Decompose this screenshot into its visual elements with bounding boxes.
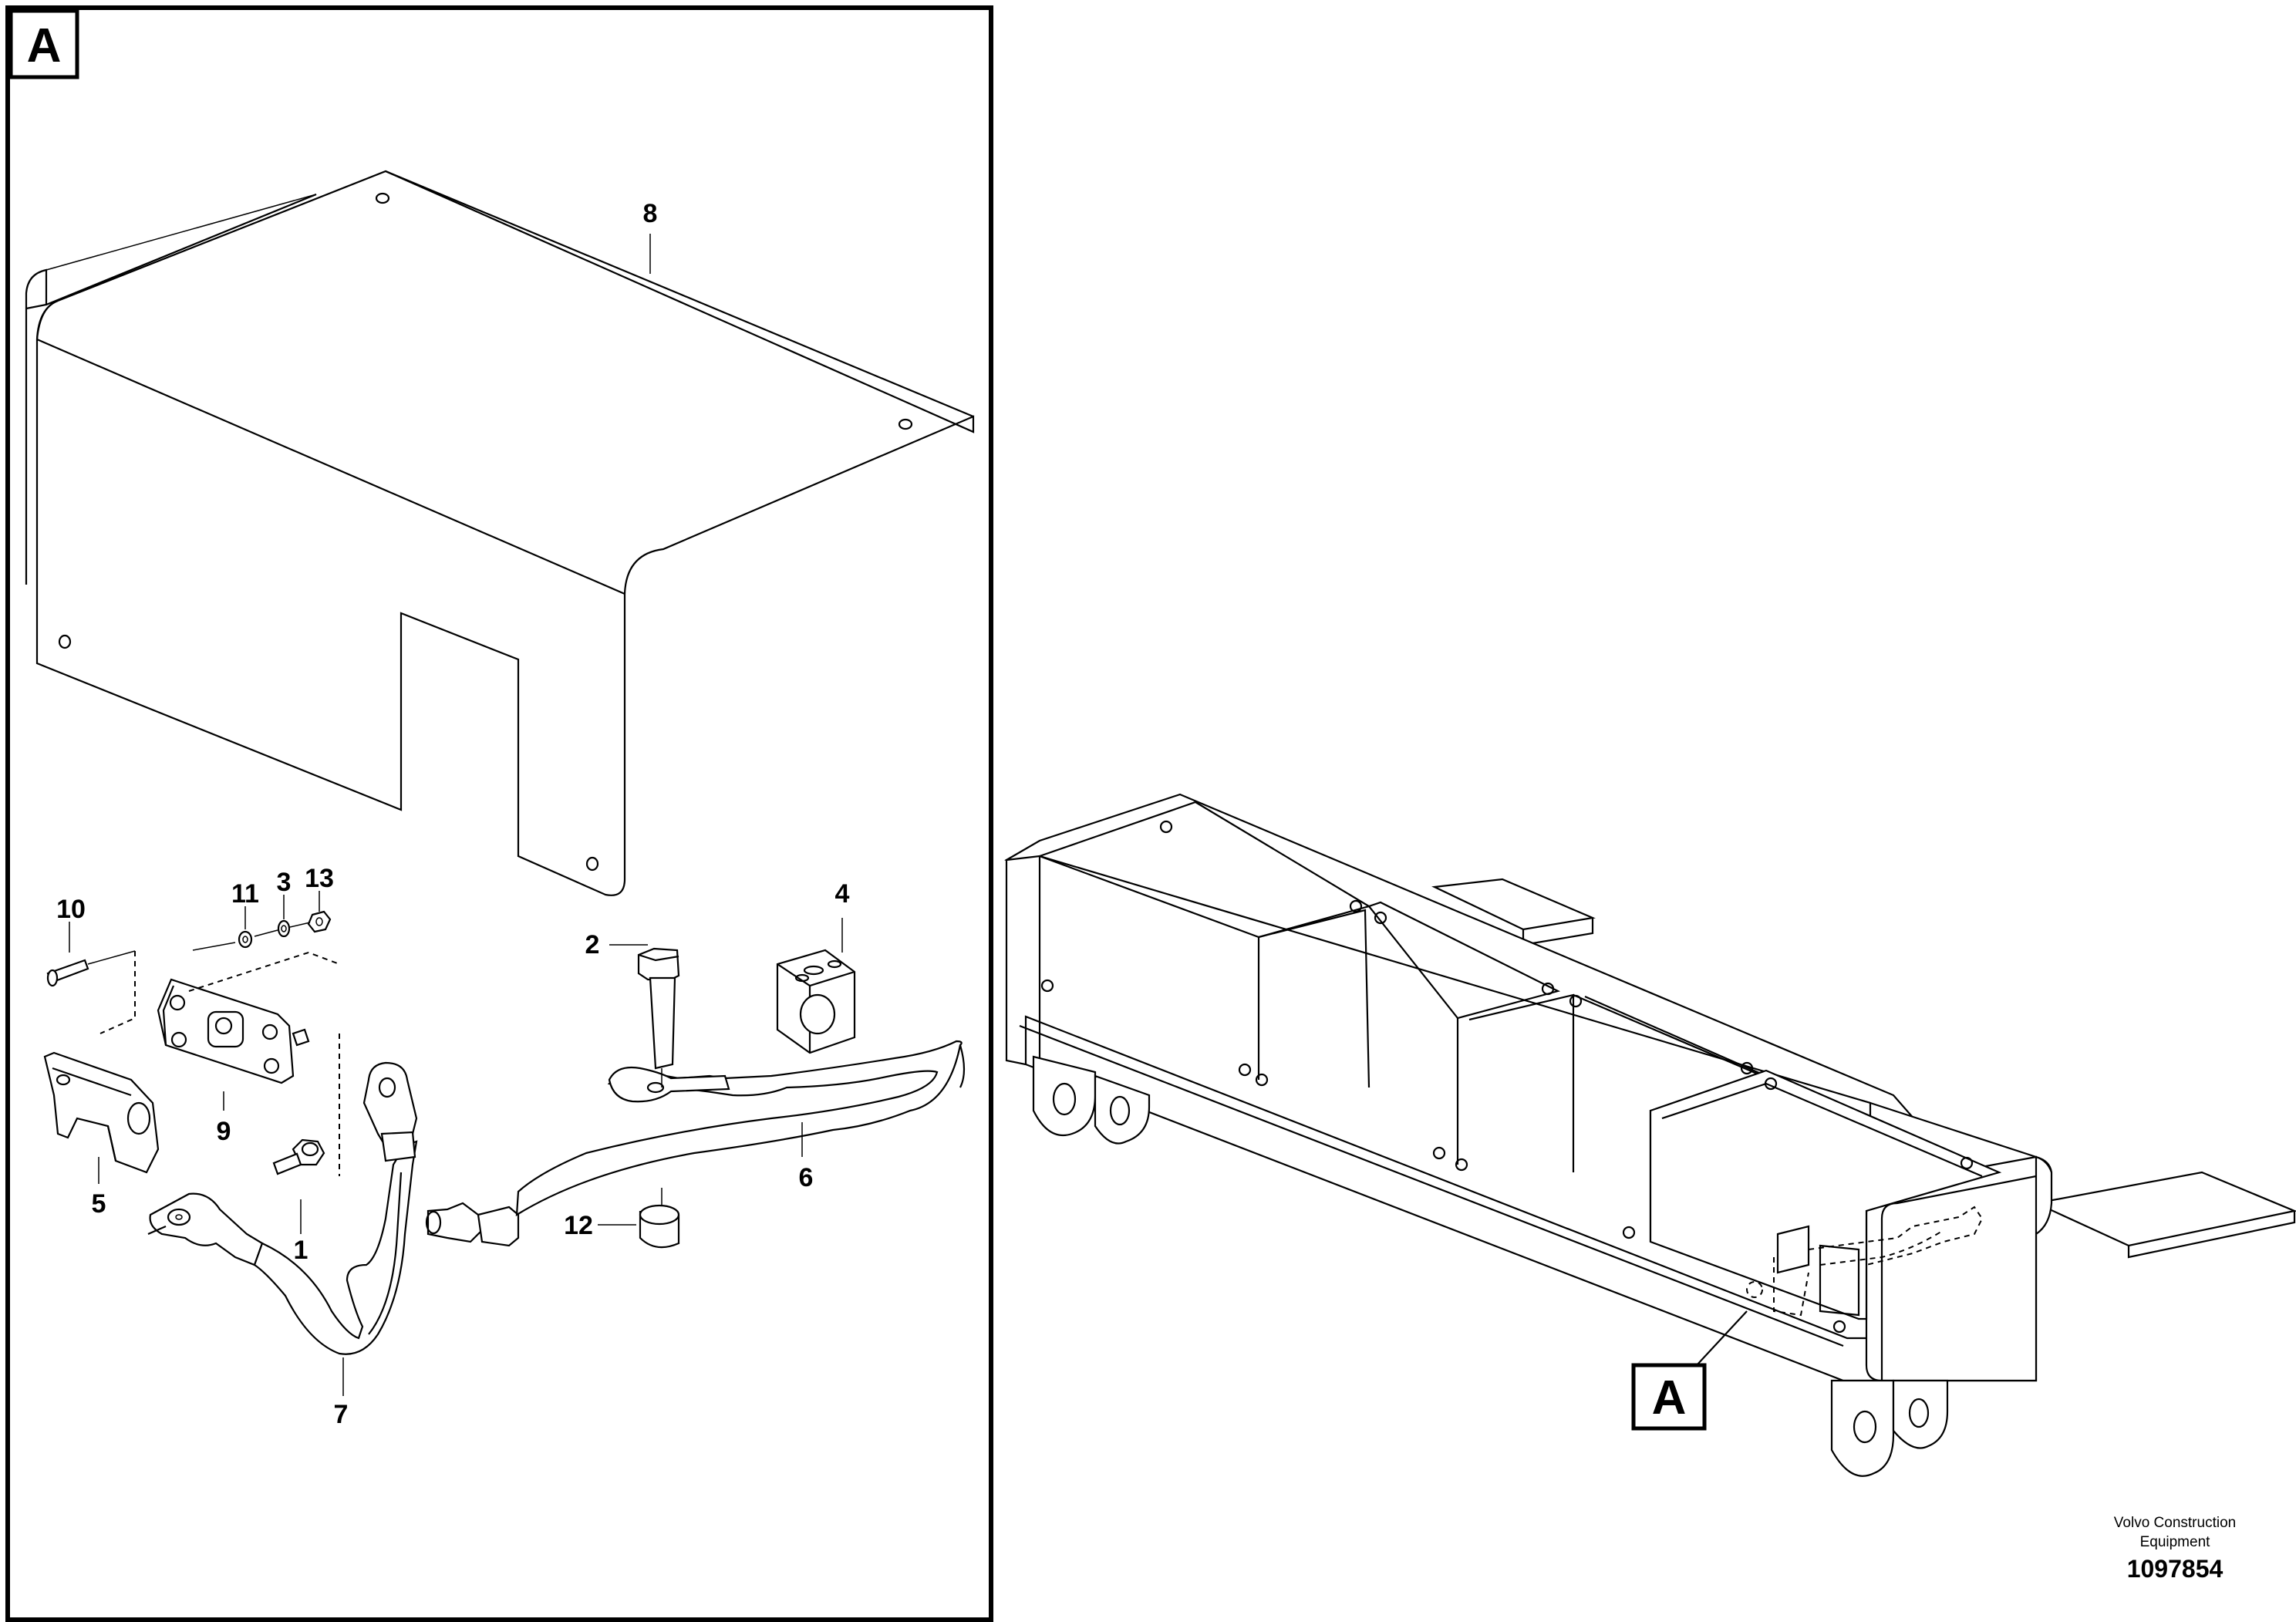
part-10-bolt: [46, 950, 136, 1034]
part-2-bolt: [637, 947, 680, 1088]
frame-assembly-overview: [1004, 793, 2296, 1477]
part-label-1: 1: [294, 1236, 308, 1265]
part-12-spacer: [639, 1188, 680, 1249]
detail-badge: A: [27, 19, 62, 73]
part-label-6: 6: [799, 1163, 814, 1192]
overview-badge: A: [1652, 1371, 1687, 1425]
drawing-number: 1097854: [2127, 1555, 2224, 1583]
part-label-4: 4: [835, 879, 850, 909]
detail-badge-box: [8, 8, 79, 79]
part-4-clamp: [776, 949, 856, 1054]
overview-badge-box: [1631, 1363, 1707, 1431]
part-label-5: 5: [92, 1189, 106, 1219]
detail-frame: [5, 5, 993, 1622]
company-name-line2: Equipment: [2140, 1534, 2211, 1550]
part-label-8: 8: [643, 199, 658, 228]
part-5-terminal-cover: [43, 1051, 160, 1174]
part-13-nut: [307, 910, 332, 933]
part-label-2: 2: [585, 930, 600, 959]
company-name-line1: Volvo Construction: [2114, 1515, 2236, 1531]
part-label-9: 9: [217, 1117, 231, 1146]
part-label-12: 12: [564, 1211, 593, 1240]
part-11-washer: [238, 930, 253, 949]
part-1-bolt: [272, 1138, 325, 1175]
part-label-10: 10: [56, 895, 86, 924]
part-label-11: 11: [231, 879, 259, 909]
part-label-13: 13: [305, 864, 334, 893]
part-label-7: 7: [334, 1400, 349, 1429]
part-9-terminal-plate: [157, 951, 340, 1176]
part-7-cable: [147, 1061, 418, 1355]
part-6-cable: [425, 1040, 966, 1247]
part-label-3: 3: [277, 868, 292, 897]
part-8-cover: [25, 170, 975, 896]
overview-leader: [1696, 1310, 1748, 1366]
part-3-washer: [277, 919, 291, 938]
